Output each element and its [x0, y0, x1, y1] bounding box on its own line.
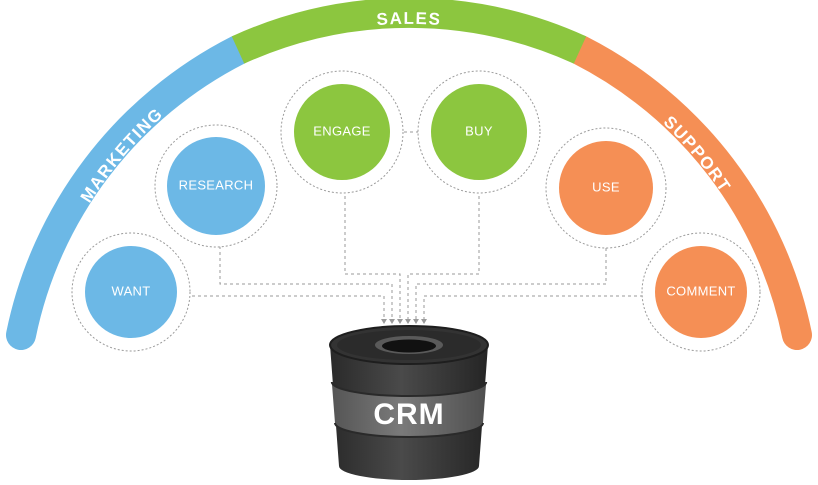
crm-label: CRM: [373, 398, 444, 431]
crm-band-bottom-edge: [334, 422, 484, 438]
comment-label: COMMENT: [666, 283, 735, 298]
arrowhead-want: [381, 319, 387, 324]
crm-cylinder-hole: [382, 339, 436, 353]
want-label: WANT: [112, 283, 151, 298]
connector-research: [219, 240, 393, 320]
stage-comment: COMMENT: [641, 232, 761, 352]
marketing-arc-segment: [6, 35, 253, 350]
research-circle: [167, 137, 265, 235]
crm-cylinder-band: [331, 382, 487, 437]
buy-label: BUY: [465, 123, 493, 138]
stage-use: USE: [545, 127, 667, 249]
connector-use: [415, 248, 607, 320]
arrowhead-buy: [405, 319, 411, 324]
database-cylinder-icon: CRM: [329, 325, 489, 480]
stage-research: RESEARCH: [154, 124, 278, 248]
engage-circle: [294, 84, 390, 180]
stage-want: WANT: [71, 232, 191, 352]
use-label: USE: [592, 179, 620, 194]
connector-engage: [344, 190, 401, 320]
research-label: RESEARCH: [179, 177, 254, 192]
crm-band-top-edge: [330, 381, 488, 398]
arrowhead-comment: [421, 319, 427, 324]
stage-arc: [6, 0, 812, 350]
connector-comment: [423, 295, 643, 320]
connector-arrowheads: [381, 319, 427, 324]
arrowhead-research: [389, 319, 395, 324]
stage-engage: ENGAGE: [280, 70, 404, 194]
connectors: [192, 131, 643, 320]
connector-buy: [407, 190, 480, 320]
support-arc-segment: [565, 35, 812, 350]
engage-label: ENGAGE: [313, 123, 370, 138]
want-circle: [85, 246, 177, 338]
sales-label: SALES: [376, 9, 442, 29]
arrowhead-engage: [397, 319, 403, 324]
sales-arc-segment: [231, 0, 587, 64]
comment-circle: [655, 246, 747, 338]
buy-circle: [431, 84, 527, 180]
arrowhead-use: [413, 319, 419, 324]
connector-want: [192, 295, 385, 320]
stage-buy: BUY: [417, 70, 541, 194]
use-circle: [559, 141, 653, 235]
